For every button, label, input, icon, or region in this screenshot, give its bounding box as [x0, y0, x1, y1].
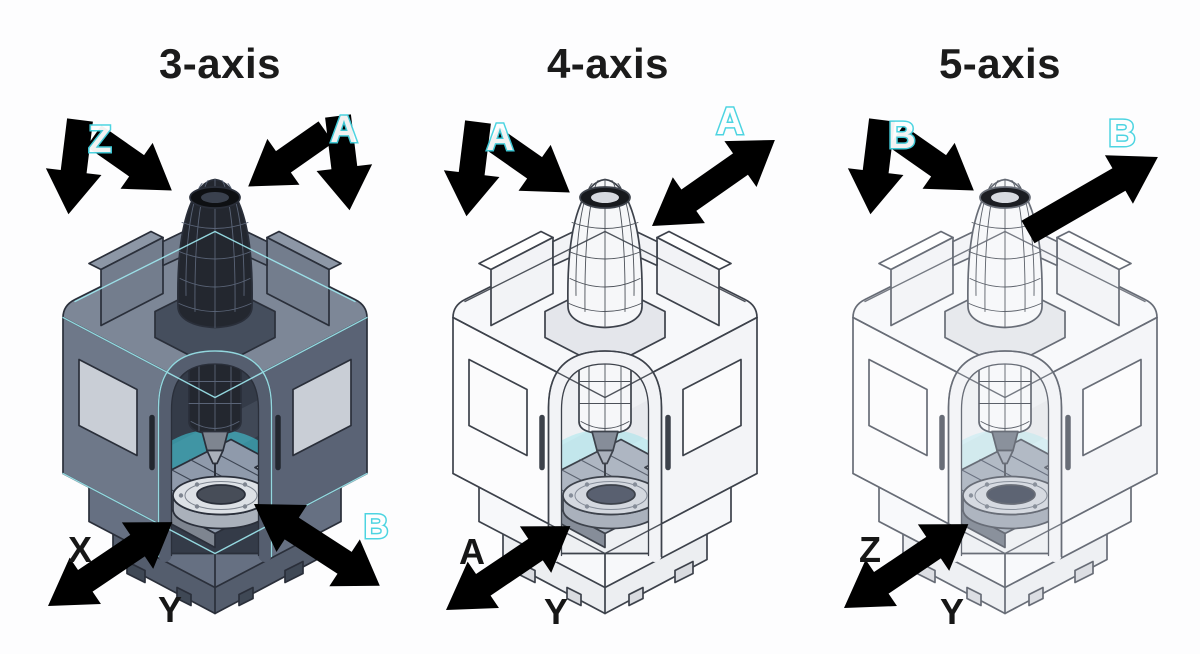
machine-illustration-3-axis: Z A X Y B [32, 108, 396, 630]
machine-illustration-5-axis: B B Z Y [828, 112, 1172, 632]
axis-label-top-left: A [486, 117, 513, 159]
machine-illustration-4-axis: A A A Y [430, 100, 791, 634]
axis-label-bottom-left: A [459, 531, 485, 572]
cnc-machine-light [453, 180, 757, 614]
panel-3-axis: 3-axis Z A X Y B [0, 0, 400, 654]
a-axis-arrow-top-right [635, 117, 791, 249]
axis-label-bottom-center: Y [544, 591, 568, 632]
axis-label-bottom-left: Z [859, 529, 881, 570]
axis-label-bottom-center: Y [158, 589, 182, 630]
axis-label-bottom-left: X [68, 529, 92, 570]
panel-5-axis: 5-axis B B Z Y [800, 0, 1200, 654]
axis-label-top-right: A [716, 101, 743, 143]
cnc-machine-light-soft [853, 180, 1157, 614]
axis-label-bottom-right: B [364, 508, 389, 546]
panel-title: 3-axis [158, 40, 282, 87]
b-axis-arrow-top-left [842, 113, 990, 218]
axis-label-top-right: B [1108, 113, 1135, 155]
z-axis-arrow [40, 113, 188, 218]
axis-label-top-left: B [888, 115, 915, 157]
panel-title: 5-axis [938, 40, 1062, 87]
panel-4-axis: 4-axis A A A Y [400, 0, 800, 654]
axis-label-top-left: Z [88, 119, 111, 161]
panel-title: 4-axis [546, 40, 670, 87]
axis-label-bottom-center: Y [940, 591, 964, 632]
axis-label-top-right: A [330, 109, 357, 151]
b-axis-arrow-top-right [1014, 132, 1172, 257]
